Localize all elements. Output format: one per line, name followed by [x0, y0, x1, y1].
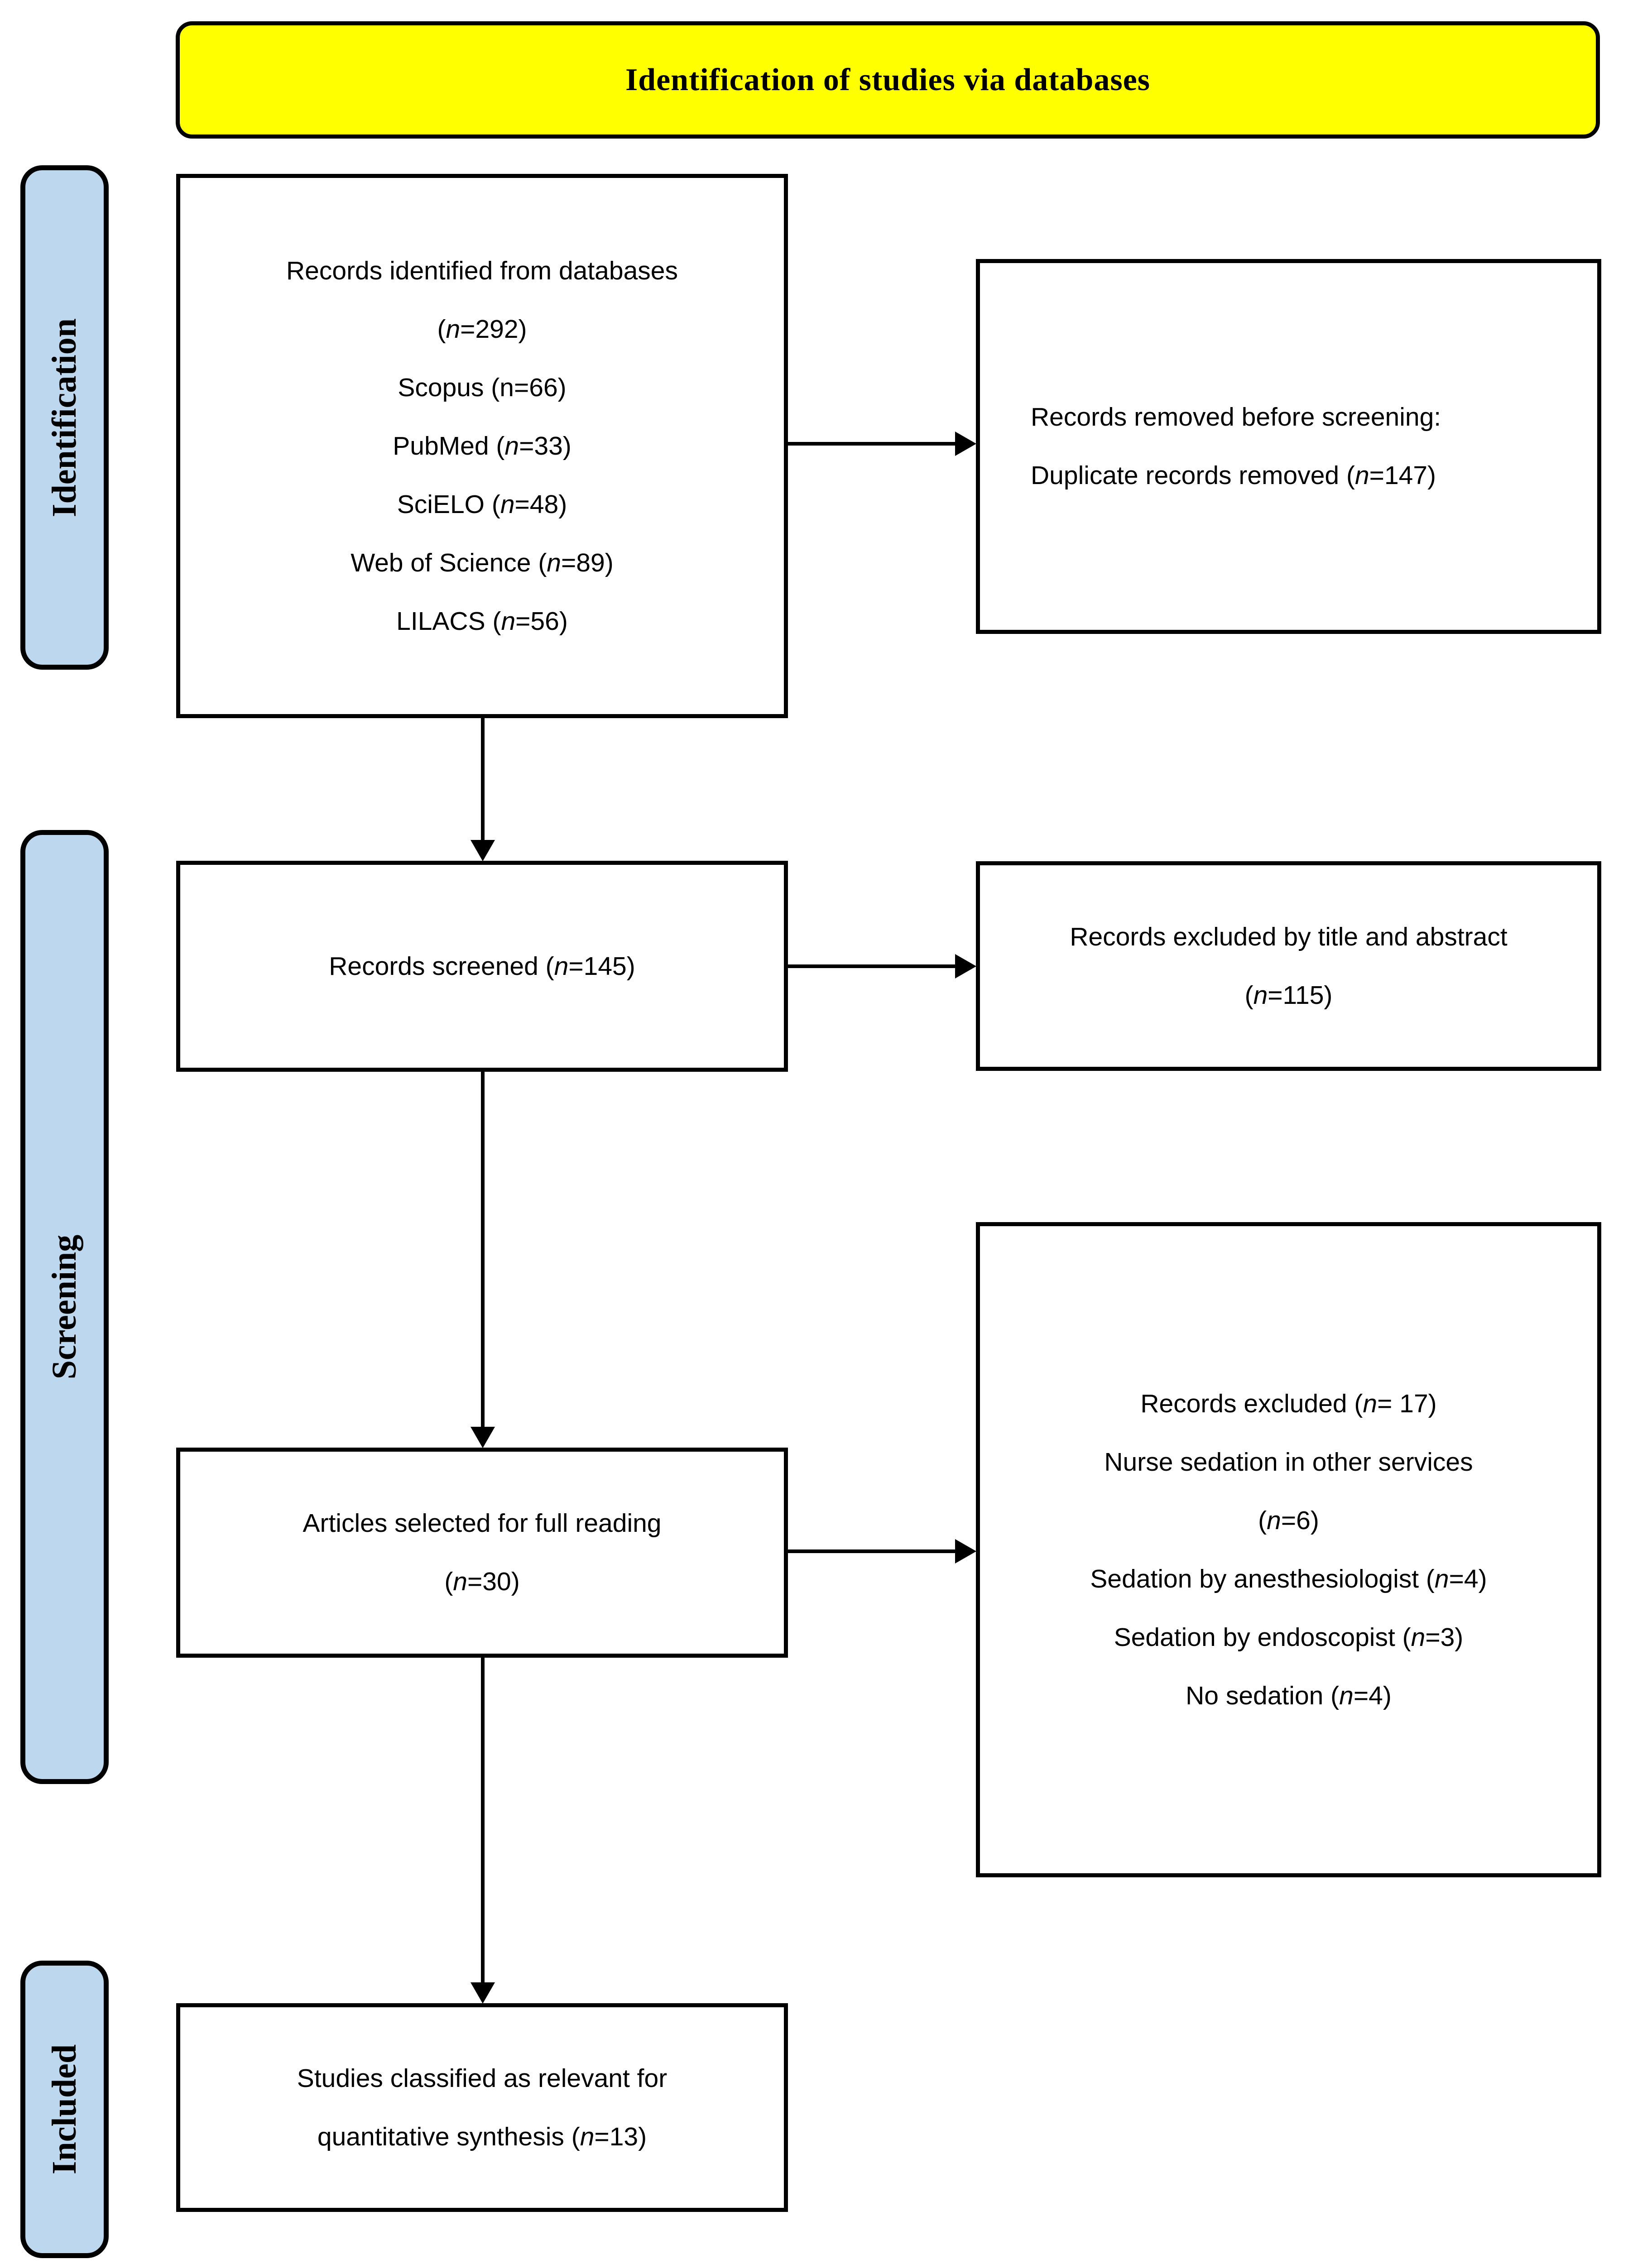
- arrow-identified-to-removed-head-icon: [955, 432, 976, 456]
- box-text-line: Sedation by endoscopist (n=3): [1114, 1622, 1464, 1652]
- arrow-screened-to-excluded-head-icon: [955, 954, 976, 979]
- box-text-line: Sedation by anesthesiologist (n=4): [1090, 1564, 1487, 1593]
- stage-screening: Screening: [20, 830, 109, 1784]
- arrow-screened-to-excluded-line: [788, 964, 956, 968]
- stage-identification-label: Identification: [45, 318, 83, 517]
- box-text-line: (n=6): [1258, 1506, 1319, 1535]
- arrow-screened-to-fullreading-head-icon: [471, 1427, 495, 1448]
- arrow-identified-to-screened-head-icon: [471, 840, 495, 861]
- box-text-line: Records excluded (n= 17): [1140, 1389, 1437, 1418]
- box-text-line: No sedation (n=4): [1186, 1681, 1392, 1710]
- box-text-line: Nurse sedation in other services: [1104, 1447, 1473, 1477]
- arrow-fullreading-to-included-line: [481, 1658, 485, 1983]
- box-records-identified: Records identified from databases (n=292)…: [176, 174, 788, 718]
- stage-identification: Identification: [20, 165, 109, 670]
- box-text-line: Articles selected for full reading: [303, 1509, 662, 1538]
- box-text-line: (n=292): [437, 314, 527, 344]
- arrow-fullreading-to-excluded-line: [788, 1549, 956, 1553]
- stage-included-label: Included: [45, 2044, 84, 2175]
- box-text-line: Web of Science (n=89): [351, 548, 614, 577]
- box-records-screened: Records screened (n=145): [176, 861, 788, 1072]
- box-text-line: quantitative synthesis (n=13): [317, 2122, 647, 2151]
- box-text-line: (n=30): [444, 1567, 520, 1596]
- box-records-excluded-full-reading: Records excluded (n= 17) Nurse sedation i…: [976, 1222, 1601, 1877]
- arrow-fullreading-to-included-head-icon: [471, 1982, 495, 2004]
- box-studies-included: Studies classified as relevant for quanti…: [176, 2003, 788, 2212]
- box-text-line: Records excluded by title and abstract: [1070, 922, 1508, 951]
- box-records-excluded-title-abstract: Records excluded by title and abstract (n…: [976, 861, 1601, 1071]
- box-text-line: LILACS (n=56): [396, 606, 568, 636]
- box-articles-full-reading: Articles selected for full reading (n=30): [176, 1448, 788, 1658]
- arrow-fullreading-to-excluded-head-icon: [955, 1539, 976, 1564]
- stage-included: Included: [20, 1961, 109, 2258]
- arrow-screened-to-fullreading-line: [481, 1072, 485, 1428]
- box-text-line: Records screened (n=145): [329, 951, 635, 981]
- header-banner: Identification of studies via databases: [176, 21, 1600, 139]
- stage-screening-label: Screening: [45, 1234, 84, 1380]
- page-title: Identification of studies via databases: [625, 62, 1151, 97]
- box-text-line: (n=115): [1244, 980, 1333, 1010]
- arrow-identified-to-removed-line: [788, 442, 956, 446]
- box-text-line: Records identified from databases: [286, 256, 678, 285]
- box-text-line: Studies classified as relevant for: [297, 2063, 668, 2093]
- arrow-identified-to-screened-line: [481, 718, 485, 841]
- box-records-removed: Records removed before screening: Duplica…: [976, 259, 1601, 634]
- box-text-line: PubMed (n=33): [393, 431, 571, 460]
- box-text-line: Duplicate records removed (n=147): [1031, 461, 1436, 490]
- box-text-line: Scopus (n=66): [398, 373, 567, 402]
- box-text-line: SciELO (n=48): [397, 489, 567, 519]
- box-text-line: Records removed before screening:: [1031, 403, 1441, 432]
